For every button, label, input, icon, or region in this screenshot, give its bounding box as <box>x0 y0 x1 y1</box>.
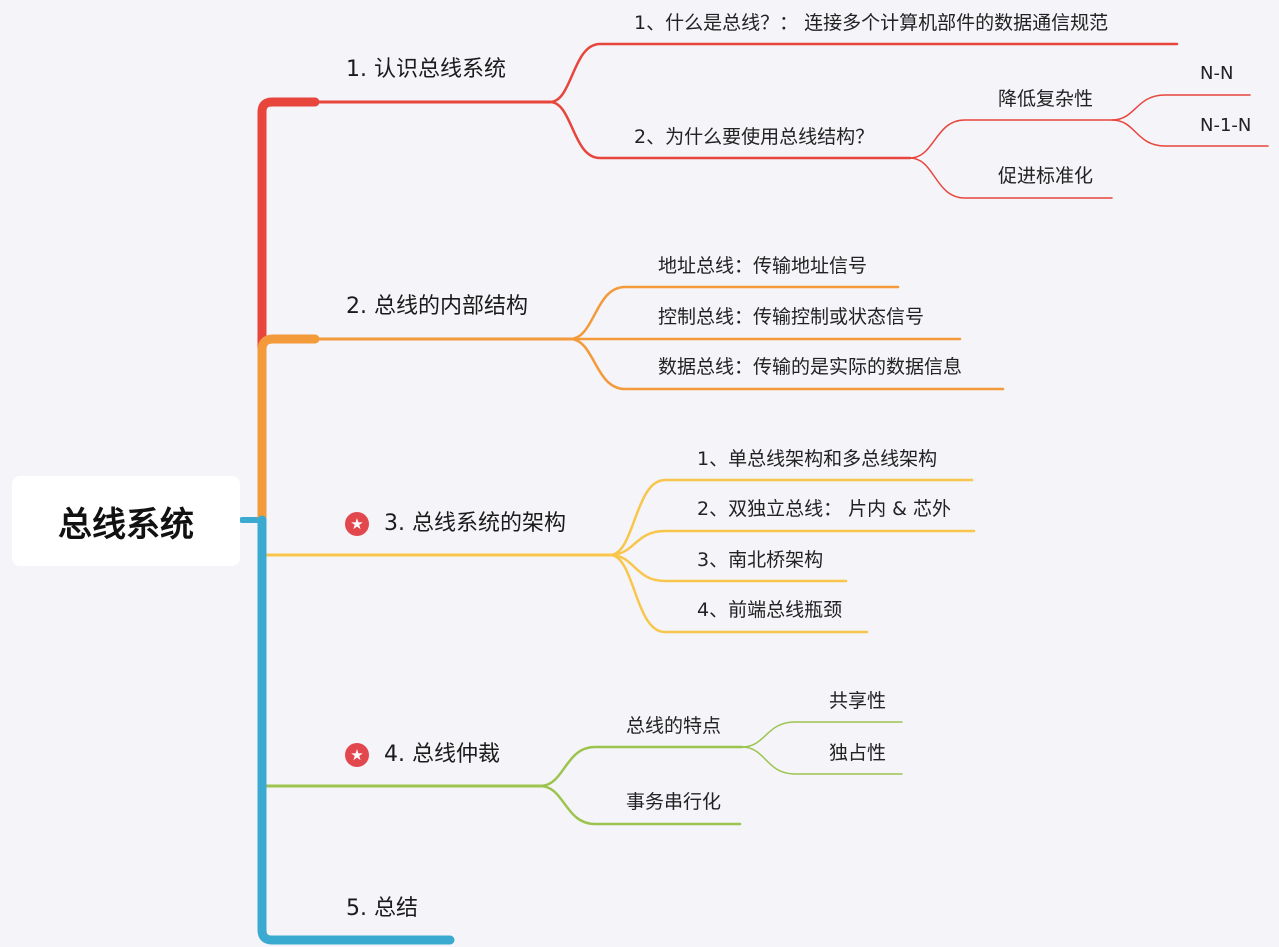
topic-4-exclusive-link <box>741 746 903 775</box>
topic-1-reduce-complexity[interactable]: 降低复杂性 <box>998 88 1094 110</box>
trunk-topic-5 <box>257 515 455 945</box>
topic-1-why-bus[interactable]: 2、为什么要使用总线结构？ <box>634 126 875 148</box>
root-topic-label: 总线系统 <box>58 504 194 545</box>
topic-4-bus-features[interactable]: 总线的特点 <box>626 715 722 737</box>
topic-2-addr-link <box>568 285 900 341</box>
topic-4-exclusive[interactable]: 独占性 <box>829 742 887 764</box>
topic-2-label[interactable]: 2. 总线的内部结构 <box>346 294 528 319</box>
trunk-topic-1 <box>257 97 320 525</box>
topic-1-why-link <box>548 100 912 160</box>
trunk-topic-4 <box>260 518 317 788</box>
topic-1-n1n-link <box>1111 119 1269 147</box>
topic-4-sharing[interactable]: 共享性 <box>829 690 887 712</box>
topic-1-n-1-n[interactable]: N-1-N <box>1200 115 1252 136</box>
topic-1-what-link <box>548 42 1179 104</box>
topic-1-n-n[interactable]: N-N <box>1200 63 1234 84</box>
topic-5-label[interactable]: 5. 总结 <box>346 896 418 921</box>
topic-4-serial-link <box>538 784 742 826</box>
topic-1-reduce-link <box>909 119 1113 159</box>
topic-1-nn-link <box>1111 94 1251 121</box>
topic-3-label[interactable]: 3. 总线系统的架构 <box>384 511 566 536</box>
topic-4-feature-link <box>538 745 744 788</box>
topic-1-what-bus[interactable]: 1、什么是总线？： 连接多个计算机部件的数据通信规范 <box>634 12 1109 34</box>
topic-3-d-link <box>608 553 869 634</box>
topic-3-a-link <box>608 478 974 557</box>
topic-2-control-bus[interactable]: 控制总线：传输控制或状态信号 <box>658 306 925 328</box>
topic-3-fsb-bottleneck[interactable]: 4、前端总线瓶颈 <box>697 599 843 621</box>
topic-3-c-link <box>608 553 848 583</box>
star-badge-icon: ★ <box>345 512 369 536</box>
topic-1-standard-link <box>909 157 1113 199</box>
topic-4-share-link <box>741 721 903 748</box>
topic-3-dual-independent-bus[interactable]: 2、双独立总线： 片内 & 芯外 <box>697 498 952 520</box>
topic-1-label[interactable]: 1. 认识总线系统 <box>346 57 506 82</box>
topic-2-data-link <box>568 337 1005 391</box>
trunk-topic-3 <box>260 518 317 557</box>
trunk-topic-2 <box>257 334 320 525</box>
topic-3-north-south-bridge[interactable]: 3、南北桥架构 <box>697 549 824 571</box>
topic-3-single-multi-bus[interactable]: 1、单总线架构和多总线架构 <box>697 448 938 470</box>
topic-4-label[interactable]: 4. 总线仲裁 <box>384 742 500 767</box>
topic-1-standardize[interactable]: 促进标准化 <box>998 165 1094 187</box>
root-topic[interactable]: 总线系统 <box>12 476 240 566</box>
topic-2-address-bus[interactable]: 地址总线：传输地址信号 <box>658 255 868 277</box>
topic-2-data-bus[interactable]: 数据总线：传输的是实际的数据信息 <box>658 356 963 378</box>
topic-3-b-link <box>608 529 976 557</box>
topic-4-transaction-serialization[interactable]: 事务串行化 <box>626 791 722 813</box>
star-badge-icon: ★ <box>345 743 369 767</box>
